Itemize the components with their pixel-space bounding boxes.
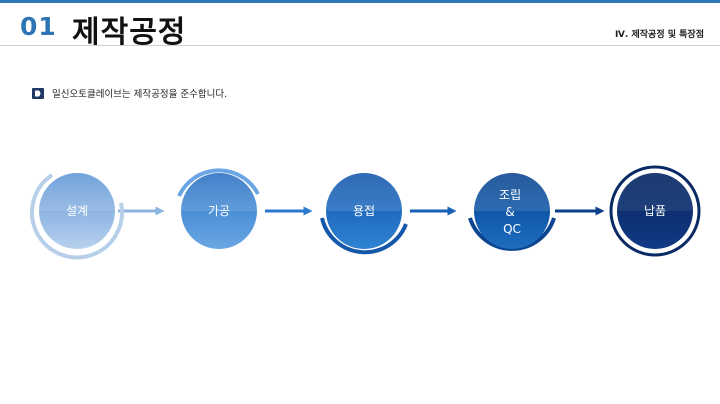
step-1: 설계: [30, 173, 124, 260]
step-2: 가공: [177, 168, 260, 249]
step-3: 용접: [320, 173, 408, 255]
section-label: Ⅳ. 제작공정 및 특장점: [615, 30, 704, 40]
step-5: 납품: [609, 165, 701, 257]
page-title: 제작공정: [72, 15, 187, 50]
step-3-label: 용접: [353, 204, 375, 218]
step-2-label: 가공: [208, 204, 230, 218]
step-1-label: 설계: [66, 204, 88, 218]
top-accent-bar: [0, 0, 720, 3]
step-5-label: 납품: [644, 204, 666, 218]
intro-line: 일신오토클레이브는 제작공정을 준수합니다.: [32, 86, 227, 100]
step-4-label: 조립 & QC: [499, 188, 525, 236]
header: 01 제작공정 Ⅳ. 제작공정 및 특장점: [0, 3, 720, 50]
step-4: 조립 & QC: [468, 173, 556, 251]
bullet-icon: [32, 87, 44, 99]
intro-text: 일신오토클레이브는 제작공정을 준수합니다.: [52, 89, 228, 100]
section-number: 01: [20, 12, 57, 41]
